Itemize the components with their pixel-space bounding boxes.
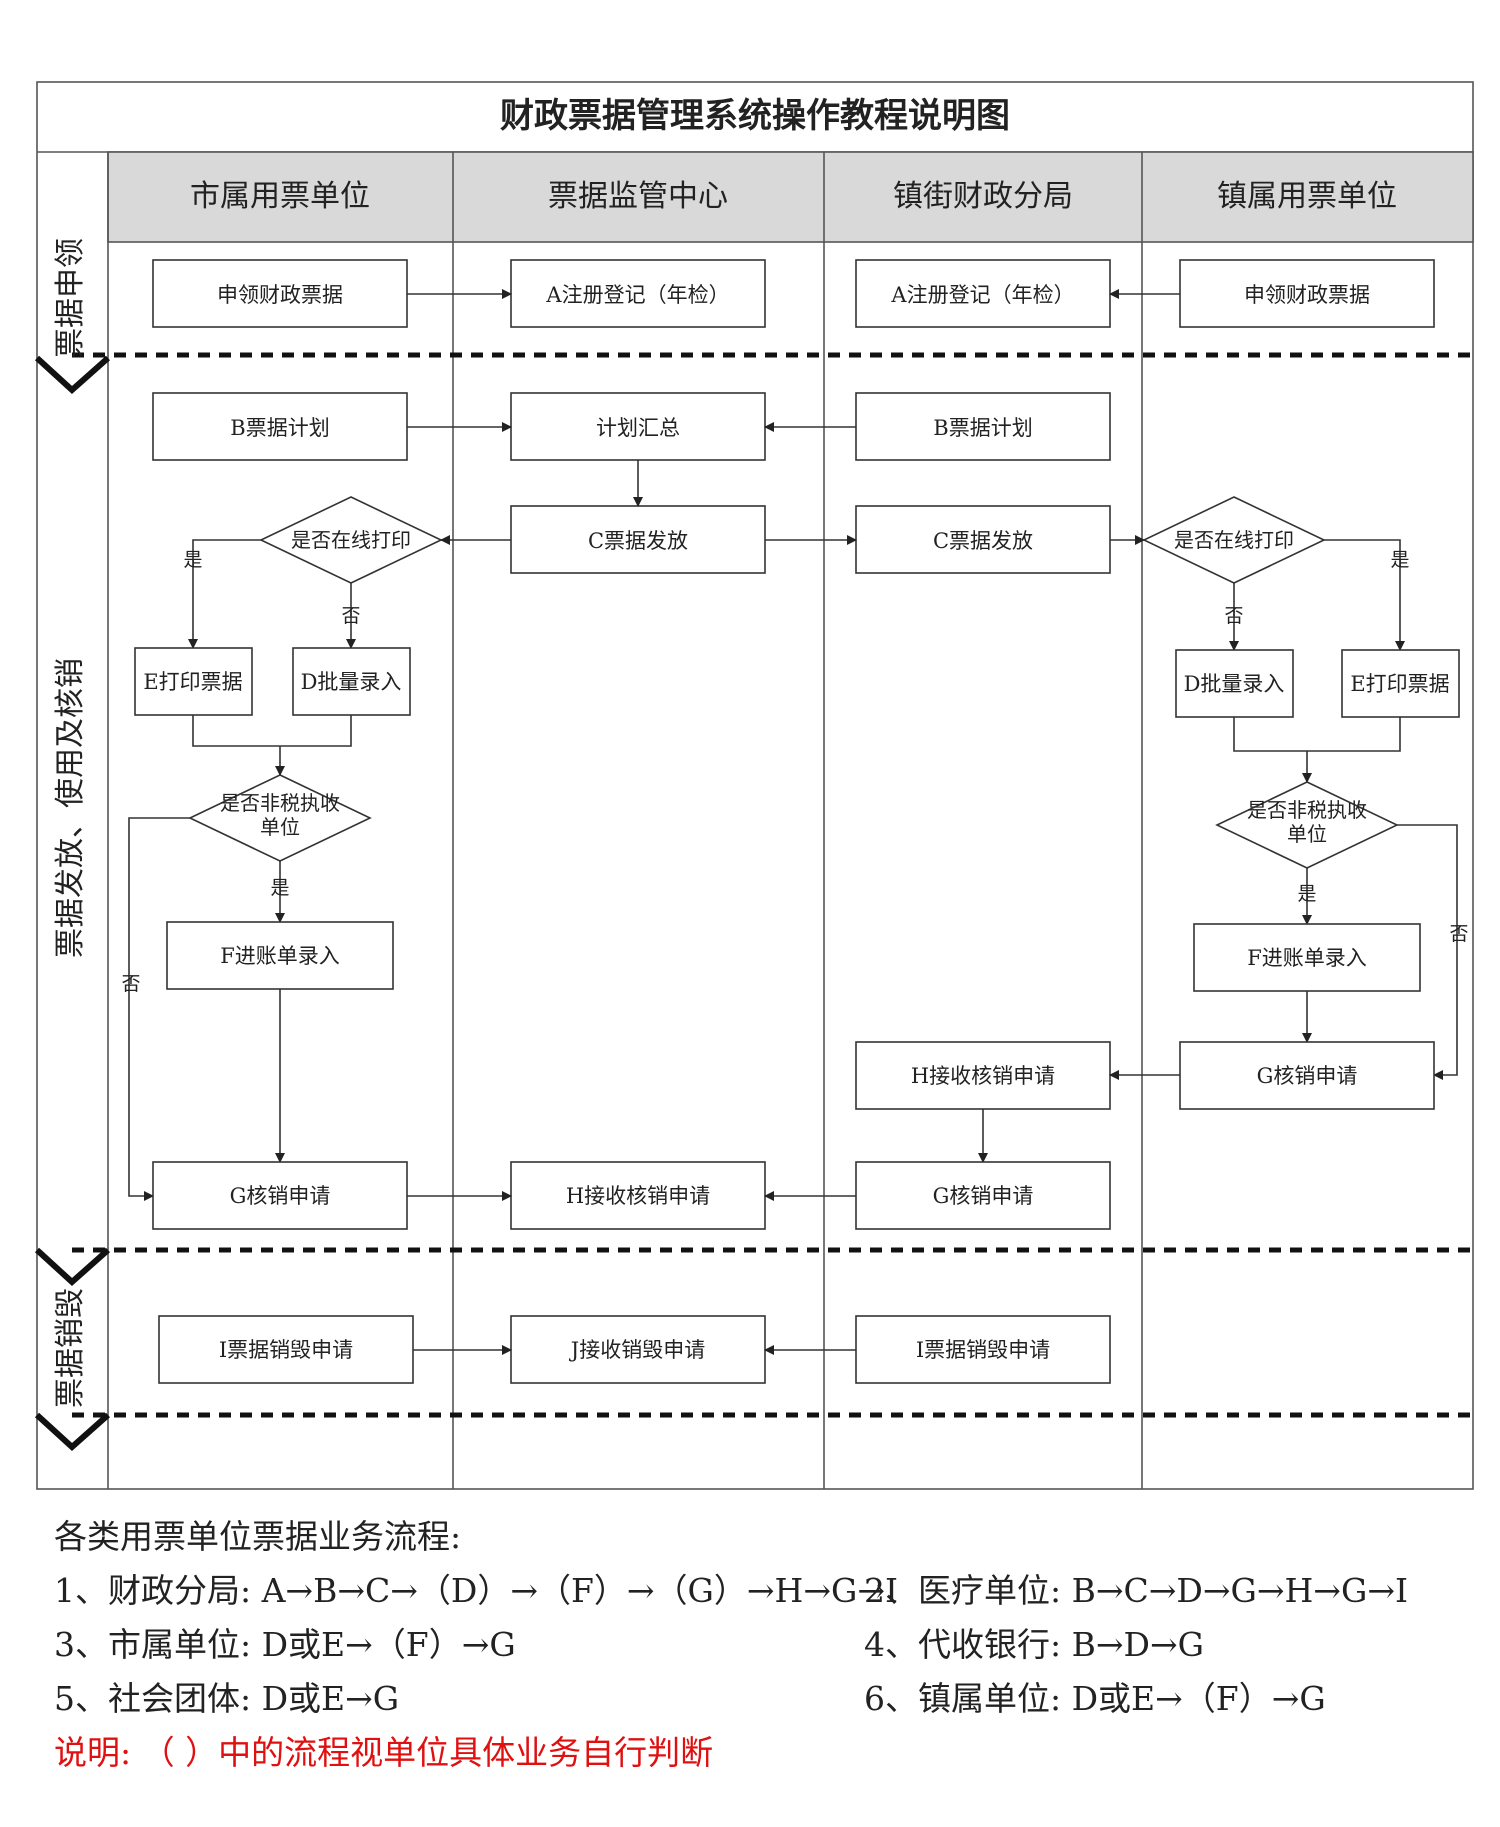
process-notes: 各类用票单位票据业务流程: 1、财政分局: A→B→C→（D）→（F）→（G）→… <box>54 1510 1474 1780</box>
node-city-apply: 申领财政票据 <box>152 259 408 328</box>
node-town-cancel: G核销申请 <box>1179 1041 1435 1110</box>
label-city-online-yes: 是 <box>183 549 202 571</box>
svg-text:是否在线打印: 是否在线打印 <box>1174 528 1294 552</box>
note-item-6: 6、镇属单位: D或E→（F）→G <box>864 1679 1326 1718</box>
phase-label-apply: 票据申领 <box>53 238 88 358</box>
svg-text:B票据计划: B票据计划 <box>230 416 329 440</box>
node-city-entry: F进账单录入 <box>166 921 394 990</box>
label-city-nontax-yes: 是 <box>270 877 289 899</box>
decision-town-online-print: 是否在线打印 <box>1142 496 1326 584</box>
svg-text:A注册登记（年检）: A注册登记（年检） <box>545 283 729 307</box>
node-city-print: E打印票据 <box>134 647 253 716</box>
notes-row-3: 5、社会团体: D或E→G 6、镇属单位: D或E→（F）→G <box>54 1672 1474 1726</box>
node-town-entry: F进账单录入 <box>1193 923 1421 992</box>
label-town-online-no: 否 <box>1224 605 1243 627</box>
node-center-summary: 计划汇总 <box>510 392 766 461</box>
label-town-online-yes: 是 <box>1390 549 1409 571</box>
node-bureau-cancel: G核销申请 <box>855 1161 1111 1230</box>
edge-town-online-yes <box>1324 539 1405 651</box>
edge-city-online-yes <box>188 539 261 649</box>
decision-town-nontax: 是否非税执收 单位 <box>1215 781 1399 869</box>
svg-text:G核销申请: G核销申请 <box>230 1184 331 1208</box>
edge-city-nontax-no <box>128 817 190 1201</box>
lane-header-city-units: 市属用票单位 <box>190 179 370 214</box>
label-town-nontax-yes: 是 <box>1297 883 1316 905</box>
svg-text:单位: 单位 <box>1287 822 1327 846</box>
node-town-print: E打印票据 <box>1341 649 1460 718</box>
note-item-1: 1、财政分局: A→B→C→（D）→（F）→（G）→H→G→I <box>54 1571 899 1610</box>
svg-text:计划汇总: 计划汇总 <box>596 416 680 440</box>
label-city-nontax-no: 否 <box>121 973 140 995</box>
node-city-plan: B票据计划 <box>152 392 408 461</box>
label-town-nontax-no: 否 <box>1449 923 1468 945</box>
svg-text:申领财政票据: 申领财政票据 <box>1244 283 1370 307</box>
svg-text:C票据发放: C票据发放 <box>933 529 1033 553</box>
svg-text:F进账单录入: F进账单录入 <box>1247 946 1367 970</box>
svg-text:申领财政票据: 申领财政票据 <box>217 283 343 307</box>
svg-text:B票据计划: B票据计划 <box>933 416 1032 440</box>
edge-city-merge <box>192 715 352 747</box>
label-city-online-no: 否 <box>341 605 360 627</box>
notes-remark: 说明: （ ）中的流程视单位具体业务自行判断 <box>54 1733 714 1772</box>
svg-text:E打印票据: E打印票据 <box>143 670 242 694</box>
node-center-register: A注册登记（年检） <box>510 259 766 328</box>
node-town-bureau-plan: B票据计划 <box>855 392 1111 461</box>
svg-text:A注册登记（年检）: A注册登记（年检） <box>890 283 1074 307</box>
notes-row-1: 1、财政分局: A→B→C→（D）→（F）→（G）→H→G→I 2、医疗单位: … <box>54 1564 1474 1618</box>
lane-header-town-units: 镇属用票单位 <box>1217 179 1397 214</box>
node-city-destroy: I票据销毁申请 <box>158 1315 414 1384</box>
diagram-title: 财政票据管理系统操作教程说明图 <box>500 96 1010 136</box>
note-item-2: 2、医疗单位: B→C→D→G→H→G→I <box>864 1571 1409 1610</box>
notes-heading: 各类用票单位票据业务流程: <box>54 1517 462 1556</box>
svg-text:E打印票据: E打印票据 <box>1350 672 1449 696</box>
node-town-bureau-issue: C票据发放 <box>855 505 1111 574</box>
node-center-receive-destroy: J接收销毁申请 <box>510 1315 766 1384</box>
svg-text:是否非税执收: 是否非税执收 <box>1247 798 1367 822</box>
svg-text:F进账单录入: F进账单录入 <box>220 944 340 968</box>
node-city-cancel: G核销申请 <box>152 1161 408 1230</box>
svg-text:I票据销毁申请: I票据销毁申请 <box>219 1338 353 1362</box>
svg-text:J接收销毁申请: J接收销毁申请 <box>569 1338 705 1362</box>
svg-text:G核销申请: G核销申请 <box>933 1184 1034 1208</box>
svg-text:是否非税执收: 是否非税执收 <box>220 791 340 815</box>
svg-text:G核销申请: G核销申请 <box>1257 1064 1358 1088</box>
svg-text:I票据销毁申请: I票据销毁申请 <box>916 1338 1050 1362</box>
phase-chevron-3 <box>34 1412 110 1452</box>
node-city-batch: D批量录入 <box>292 647 411 716</box>
edge-town-merge <box>1233 717 1401 752</box>
lane-header-town-finance-bureau: 镇街财政分局 <box>893 179 1073 214</box>
note-item-4: 4、代收银行: B→D→G <box>864 1625 1204 1664</box>
node-bureau-receive-cancel: H接收核销申请 <box>855 1041 1111 1110</box>
svg-text:C票据发放: C票据发放 <box>588 529 688 553</box>
swimlane-diagram: 财政票据管理系统操作教程说明图 市属用票单位 票据监管中心 镇街财政分局 镇属用… <box>34 81 1474 1490</box>
notes-row-2: 3、市属单位: D或E→（F）→G 4、代收银行: B→D→G <box>54 1618 1474 1672</box>
note-item-3: 3、市属单位: D或E→（F）→G <box>54 1625 516 1664</box>
node-center-issue: C票据发放 <box>510 505 766 574</box>
phase-label-issue-use-cancel: 票据发放、使用及核销 <box>53 658 88 958</box>
svg-text:D批量录入: D批量录入 <box>1184 672 1285 696</box>
node-town-batch: D批量录入 <box>1175 649 1294 718</box>
note-item-5: 5、社会团体: D或E→G <box>54 1679 400 1718</box>
node-town-bureau-register: A注册登记（年检） <box>855 259 1111 328</box>
phase-chevron-1 <box>34 355 110 395</box>
node-center-receive-cancel: H接收核销申请 <box>510 1161 766 1230</box>
node-bureau-destroy: I票据销毁申请 <box>855 1315 1111 1384</box>
decision-city-online-print: 是否在线打印 <box>259 496 443 584</box>
lane-header-supervision-center: 票据监管中心 <box>548 179 728 214</box>
svg-text:单位: 单位 <box>260 815 300 839</box>
node-town-apply: 申领财政票据 <box>1179 259 1435 328</box>
svg-text:H接收核销申请: H接收核销申请 <box>566 1184 710 1208</box>
edge-town-nontax-no <box>1397 824 1458 1080</box>
outer-frame <box>36 81 1474 1490</box>
phase-label-destroy: 票据销毁 <box>53 1288 88 1408</box>
decision-city-nontax: 是否非税执收 单位 <box>188 774 372 862</box>
svg-text:是否在线打印: 是否在线打印 <box>291 528 411 552</box>
svg-text:D批量录入: D批量录入 <box>301 670 402 694</box>
svg-text:H接收核销申请: H接收核销申请 <box>911 1064 1055 1088</box>
phase-chevron-2 <box>34 1247 110 1287</box>
